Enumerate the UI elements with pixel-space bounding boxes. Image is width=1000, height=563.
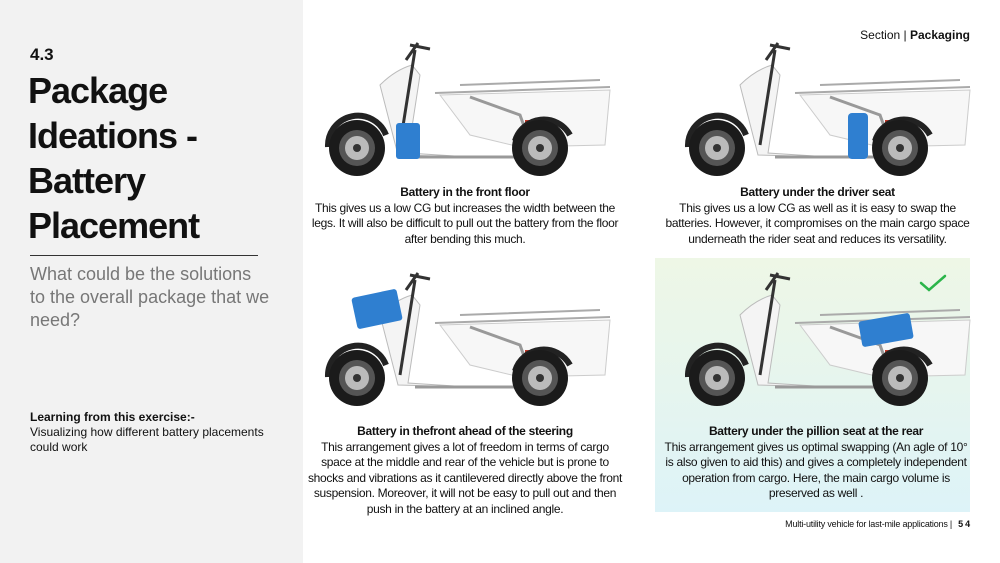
scooter-svg	[684, 272, 971, 406]
caption-text: This gives us a low CG but increases the…	[311, 200, 619, 246]
scooter-illustration-pillion-rear	[680, 265, 980, 415]
caption-title: Battery under the driver seat	[740, 185, 895, 199]
caption-title: Battery in thefront ahead of the steerin…	[357, 424, 573, 438]
scooter-svg	[684, 42, 971, 176]
learning-note: Learning from this exercise:- Visualizin…	[30, 410, 280, 455]
footer-text: Multi-utility vehicle for last-mile appl…	[785, 519, 953, 529]
caption-text: This gives us a low CG as well as it is …	[665, 200, 970, 246]
learning-heading: Learning from this exercise:-	[30, 410, 195, 424]
scooter-svg	[324, 42, 611, 176]
sidebar: 4.3 Package Ideations - Battery Placemen…	[0, 0, 303, 563]
wheel	[689, 120, 745, 176]
section-number: 4.3	[30, 45, 54, 64]
wheel	[512, 350, 568, 406]
footer: Multi-utility vehicle for last-mile appl…	[785, 519, 970, 529]
check-icon	[919, 274, 947, 292]
caption-driver-seat: Battery under the driver seat This gives…	[660, 185, 975, 247]
page-number: 5 4	[958, 519, 970, 529]
page-title: Package Ideations - Battery Placement	[28, 70, 200, 246]
wheel	[872, 120, 928, 176]
question-text: What could be the solutions to the overa…	[30, 264, 270, 330]
caption-front-steering: Battery in thefront ahead of the steerin…	[305, 424, 625, 517]
scooter-illustration-driver-seat	[680, 35, 980, 185]
caption-title: Battery in the front floor	[400, 185, 530, 199]
learning-text: Visualizing how different battery placem…	[30, 425, 264, 454]
wheel	[872, 350, 928, 406]
divider	[30, 255, 258, 256]
caption-text: This arrangement gives a lot of freedom …	[307, 439, 622, 516]
scooter-svg	[324, 272, 611, 406]
caption-text: This arrangement gives us optimal swappi…	[664, 439, 968, 501]
wheel	[329, 120, 385, 176]
caption-title: Battery under the pillion seat at the re…	[708, 424, 924, 438]
wheel	[329, 350, 385, 406]
section-label: Section |	[860, 28, 907, 42]
section-header: Section | Packaging	[860, 28, 970, 42]
scooter-illustration-front-steering	[320, 265, 620, 415]
section-name: Packaging	[909, 28, 970, 42]
scooter-illustration-front-floor	[320, 35, 620, 185]
wheel	[512, 120, 568, 176]
caption-pillion-rear: Battery under the pillion seat at the re…	[660, 424, 972, 502]
wheel	[689, 350, 745, 406]
caption-front-floor: Battery in the front floor This gives us…	[305, 185, 625, 247]
